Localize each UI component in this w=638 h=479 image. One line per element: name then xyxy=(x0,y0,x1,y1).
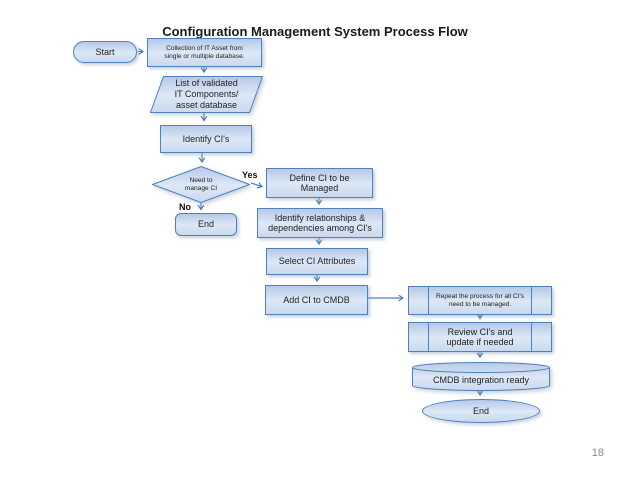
node-label: IT Components/ xyxy=(174,89,239,99)
node-identify-cis: Identify CI's xyxy=(160,125,252,153)
node-label: Collection of IT Asset from xyxy=(166,44,243,52)
node-label: Identify relationships & xyxy=(274,212,366,223)
edge-decision-define-yes xyxy=(250,183,262,187)
cylinder-shape xyxy=(412,362,550,391)
node-define-ci: Define CI to be Managed xyxy=(266,168,373,198)
node-label: Managed xyxy=(300,183,339,193)
node-label: dependencies among CI's xyxy=(268,223,372,233)
node-label: Review CI's and xyxy=(447,326,513,337)
page-number: 18 xyxy=(591,447,604,459)
node-label: CMDB integration ready xyxy=(432,374,530,385)
node-decision-need-to-manage: Need to manage CI xyxy=(152,166,250,203)
node-end-final: End xyxy=(422,399,540,423)
parallelogram-shape xyxy=(150,76,263,113)
node-add-ci-cmdb: Add CI to CMDB xyxy=(265,285,368,315)
node-identify-relationships: Identify relationships & dependencies am… xyxy=(257,208,383,238)
node-label: asset database xyxy=(175,100,238,110)
edge-label-no: No xyxy=(179,202,191,212)
node-label: manage CI xyxy=(184,184,218,192)
node-label: single or multiple database. xyxy=(164,52,245,60)
node-label: Start xyxy=(95,46,115,57)
node-label: Need to xyxy=(189,176,213,184)
node-label: Define CI to be xyxy=(289,172,350,183)
node-label: need to be managed. xyxy=(448,300,512,308)
node-label: update if needed xyxy=(446,337,514,347)
node-start: Start xyxy=(73,41,137,63)
node-label: Add CI to CMDB xyxy=(283,294,350,305)
node-repeat-process: Repeat the process for all CI's need to … xyxy=(408,286,552,315)
node-validated-list: List of validated IT Components/ asset d… xyxy=(150,76,263,113)
node-label: Repeat the process for all CI's xyxy=(435,292,525,300)
node-label: Select CI Attributes xyxy=(278,256,356,267)
node-collect-it-asset: Collection of IT Asset from single or mu… xyxy=(147,38,262,67)
node-label: Identify CI's xyxy=(182,133,230,144)
node-end-no-branch: End xyxy=(175,213,237,236)
node-select-attributes: Select CI Attributes xyxy=(266,248,368,275)
node-review-cis: Review CI's and update if needed xyxy=(408,322,552,352)
edge-label-yes: Yes xyxy=(242,170,258,180)
node-label: End xyxy=(472,405,489,416)
page-title: Configuration Management System Process … xyxy=(162,24,468,39)
node-label: End xyxy=(197,219,214,230)
diamond-shape xyxy=(152,166,250,203)
node-cmdb-ready: CMDB integration ready xyxy=(412,362,550,391)
node-label: List of validated xyxy=(175,78,238,88)
